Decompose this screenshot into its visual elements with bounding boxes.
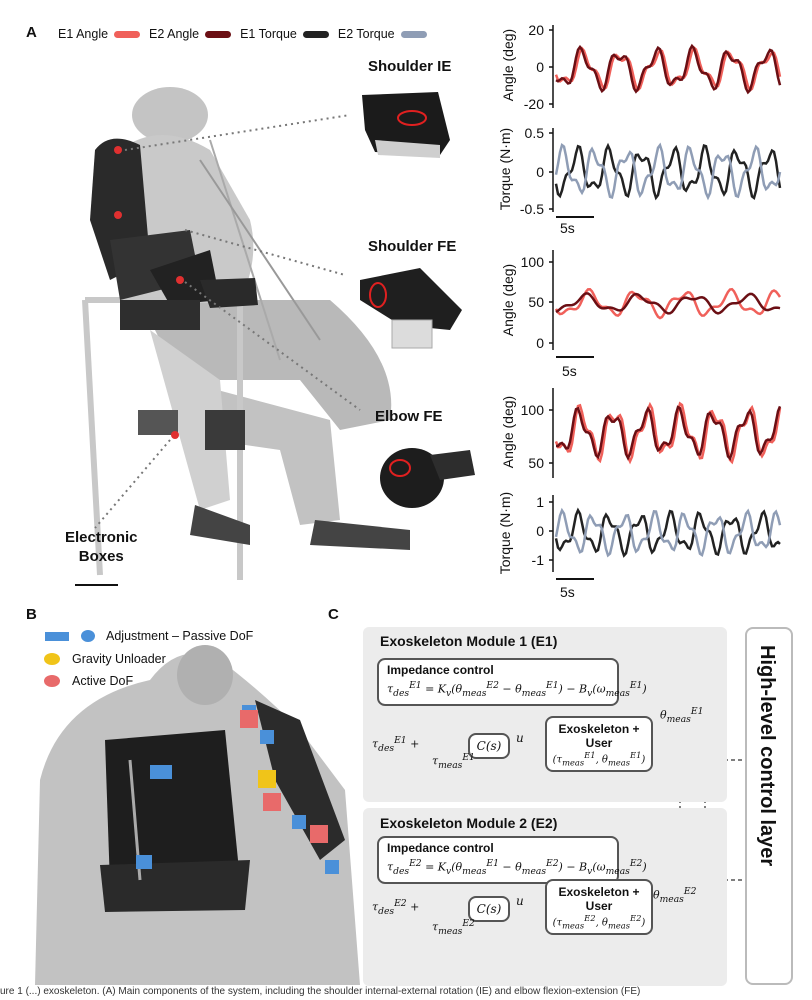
tick-label: 1 (536, 494, 544, 510)
elbow-fe-render (380, 448, 475, 508)
tau-meas-1: τmeasE1 (432, 752, 475, 771)
tick-label: -0.5 (519, 201, 544, 217)
impedance-box-1: Impedance control τdesE1 = Kv(θmeasE2 − … (377, 658, 647, 706)
tick-label: 0 (536, 164, 544, 180)
shoulder-ie-render (362, 92, 450, 158)
series-line (555, 43, 782, 95)
module-2-title: Exoskeleton Module 2 (E2) (380, 815, 558, 831)
impedance-equation-2: τdesE2 = Kv(θmeasE1 − θmeasE2) − Bv(ωmea… (387, 858, 647, 877)
series-line (554, 142, 782, 201)
time-scale-label: 5s (562, 363, 577, 379)
exoskeleton-illustration (90, 138, 258, 450)
plant-outputs-1: (τmeasE1, θmeasE1) (552, 750, 646, 768)
panel-label-c: C (328, 606, 339, 623)
tick-label: 0 (536, 335, 544, 351)
impedance-title-1: Impedance control (387, 663, 494, 677)
plant-block-1: Exoskeleton + User (τmeasE1, θmeasE1) (545, 716, 653, 772)
tick-label: 0 (536, 523, 544, 539)
theta-meas-1: θmeasE1 (660, 706, 704, 725)
time-scale-label: 5s (560, 220, 575, 236)
impedance-box-2: Impedance control τdesE2 = Kv(θmeasE1 − … (377, 836, 647, 884)
tick-label: 0.5 (524, 125, 544, 141)
panel-label-a: A (26, 24, 37, 41)
tick-label: 100 (520, 254, 544, 270)
high-level-label: High-level control layer (756, 645, 778, 867)
ie-angle-ylabel: Angle (deg) (500, 28, 516, 102)
tau-des-1: τdesE1 + (372, 735, 420, 754)
series-line (554, 142, 782, 201)
module-1-box (363, 627, 727, 802)
legend-swatch (205, 30, 232, 38)
legend-item-e2-torque: E2 Torque (338, 27, 427, 41)
legend-active-dof: Active DoF (72, 674, 134, 688)
legend-swatch (114, 30, 141, 38)
caption: ure 1 (...) exoskeleton. (A) Main compon… (0, 986, 641, 997)
impedance-equation-1: τdesE1 = Kv(θmeasE2 − θmeasE1) − Bv(ωmea… (387, 680, 647, 699)
legend-item-e1-angle: E1 Angle (58, 27, 141, 41)
series-line (554, 287, 782, 320)
tick-label: 50 (528, 294, 544, 310)
legend-item-e1-torque: E1 Torque (240, 27, 329, 41)
theta-meas-2: θmeasE2 (653, 886, 697, 905)
tick-label: -20 (523, 96, 544, 112)
tick-label: 20 (528, 22, 544, 38)
module-1-title: Exoskeleton Module 1 (E1) (380, 633, 558, 649)
high-level-box (745, 627, 793, 985)
series-line (556, 405, 782, 461)
series-line (555, 292, 781, 315)
impedance-title-2: Impedance control (387, 841, 494, 855)
legend-passive-dof: Adjustment – Passive DoF (106, 629, 254, 643)
time-scale-label: 5s (560, 584, 575, 600)
tick-label: 50 (528, 455, 544, 471)
u-label-1: u (516, 731, 524, 745)
back-view-illustration (35, 645, 360, 985)
u-label-2: u (516, 894, 524, 908)
panel-b-legend-glyphs (44, 630, 95, 687)
shoulder-fe-title: Shoulder FE (368, 238, 457, 255)
panel-label-b: B (26, 606, 37, 623)
tau-meas-2: τmeasE2 (432, 918, 475, 937)
plant-block-2: Exoskeleton + User (τmeasE2, θmeasE2) (545, 879, 653, 935)
chart-series (554, 43, 782, 558)
series-line (554, 507, 781, 558)
tick-label: -1 (531, 552, 544, 568)
legend: E1 Angle E2 Angle E1 Torque E2 Torque (58, 27, 436, 41)
chart-axes (549, 25, 594, 580)
electronic-boxes-label: Electronic Boxes (65, 529, 138, 565)
shoulder-ie-title: Shoulder IE (368, 58, 452, 75)
legend-swatch (400, 30, 427, 38)
controller-block-2: C(s) (468, 896, 510, 922)
tick-label: 0 (536, 59, 544, 75)
elbow-fe-title: Elbow FE (375, 408, 443, 425)
plant-outputs-2: (τmeasE2, θmeasE2) (552, 913, 646, 931)
legend-gravity-unloader: Gravity Unloader (72, 652, 166, 666)
legend-item-e2-angle: E2 Angle (149, 27, 232, 41)
tau-des-2: τdesE2 + (372, 898, 420, 917)
series-line (554, 507, 782, 558)
controller-block-1: C(s) (468, 733, 510, 759)
shoulder-fe-render (360, 268, 462, 349)
tick-label: 100 (520, 402, 544, 418)
leader-lines (94, 114, 361, 529)
legend-swatch (302, 30, 329, 38)
